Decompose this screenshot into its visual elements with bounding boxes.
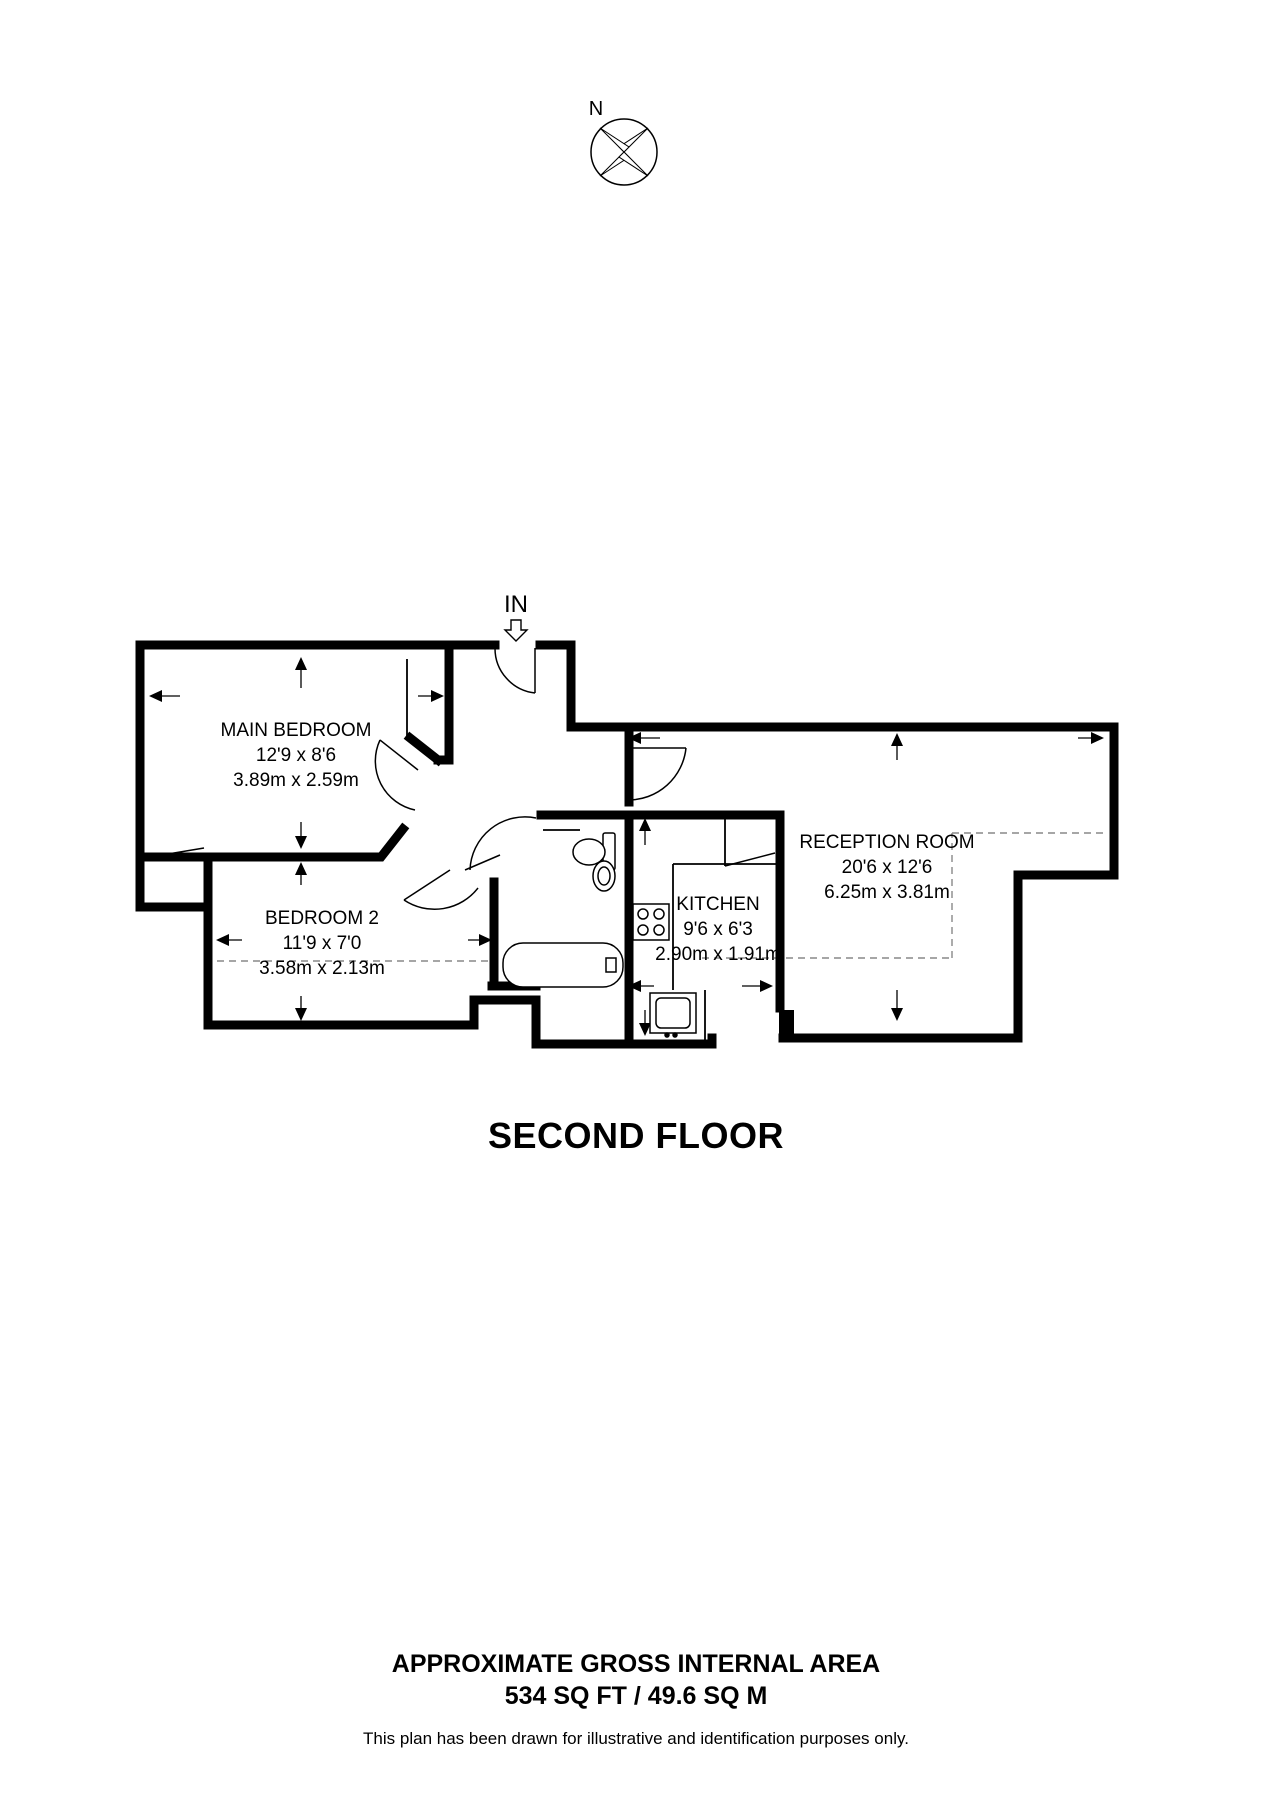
walls [135, 640, 1119, 1049]
room-imperial: 12'9 x 8'6 [256, 745, 336, 766]
room-name: BEDROOM 2 [265, 908, 379, 929]
room-imperial: 11'9 x 7'0 [283, 933, 362, 954]
doors [149, 647, 776, 910]
room-label-reception-room: RECEPTION ROOM 20'6 x 12'6 6.25m x 3.81m [799, 832, 974, 903]
room-metric: 3.89m x 2.59m [233, 770, 359, 791]
room-name: RECEPTION ROOM [799, 832, 974, 853]
room-label-bedroom-2: BEDROOM 2 11'9 x 7'0 3.58m x 2.13m [259, 908, 385, 979]
room-metric: 2.90m x 1.91m [655, 944, 781, 965]
kitchen-fixtures [632, 903, 697, 1038]
room-imperial: 20'6 x 12'6 [842, 857, 933, 878]
room-label-main-bedroom: MAIN BEDROOM 12'9 x 8'6 3.89m x 2.59m [221, 720, 372, 791]
room-name: MAIN BEDROOM [221, 720, 372, 741]
room-name: KITCHEN [676, 894, 759, 915]
area-title: APPROXIMATE GROSS INTERNAL AREA [391, 1650, 881, 1678]
area-value: 534 SQ FT / 49.6 SQ M [504, 1682, 768, 1710]
room-metric: 3.58m x 2.13m [259, 958, 385, 979]
bathroom-fixtures [502, 832, 624, 988]
dimension-guides [217, 832, 1104, 962]
room-metric: 6.25m x 3.81m [824, 882, 950, 903]
room-label-kitchen: KITCHEN 9'6 x 6'3 2.90m x 1.91m [655, 894, 781, 965]
disclaimer: This plan has been drawn for illustrativ… [363, 1729, 909, 1748]
compass-label: N [589, 98, 603, 120]
entrance-label: IN [504, 591, 528, 618]
entrance-arrow-icon: IN [503, 591, 529, 642]
room-imperial: 9'6 x 6'3 [683, 919, 753, 940]
floor-title: SECOND FLOOR [487, 1115, 784, 1156]
north-compass-icon: N [589, 98, 658, 186]
